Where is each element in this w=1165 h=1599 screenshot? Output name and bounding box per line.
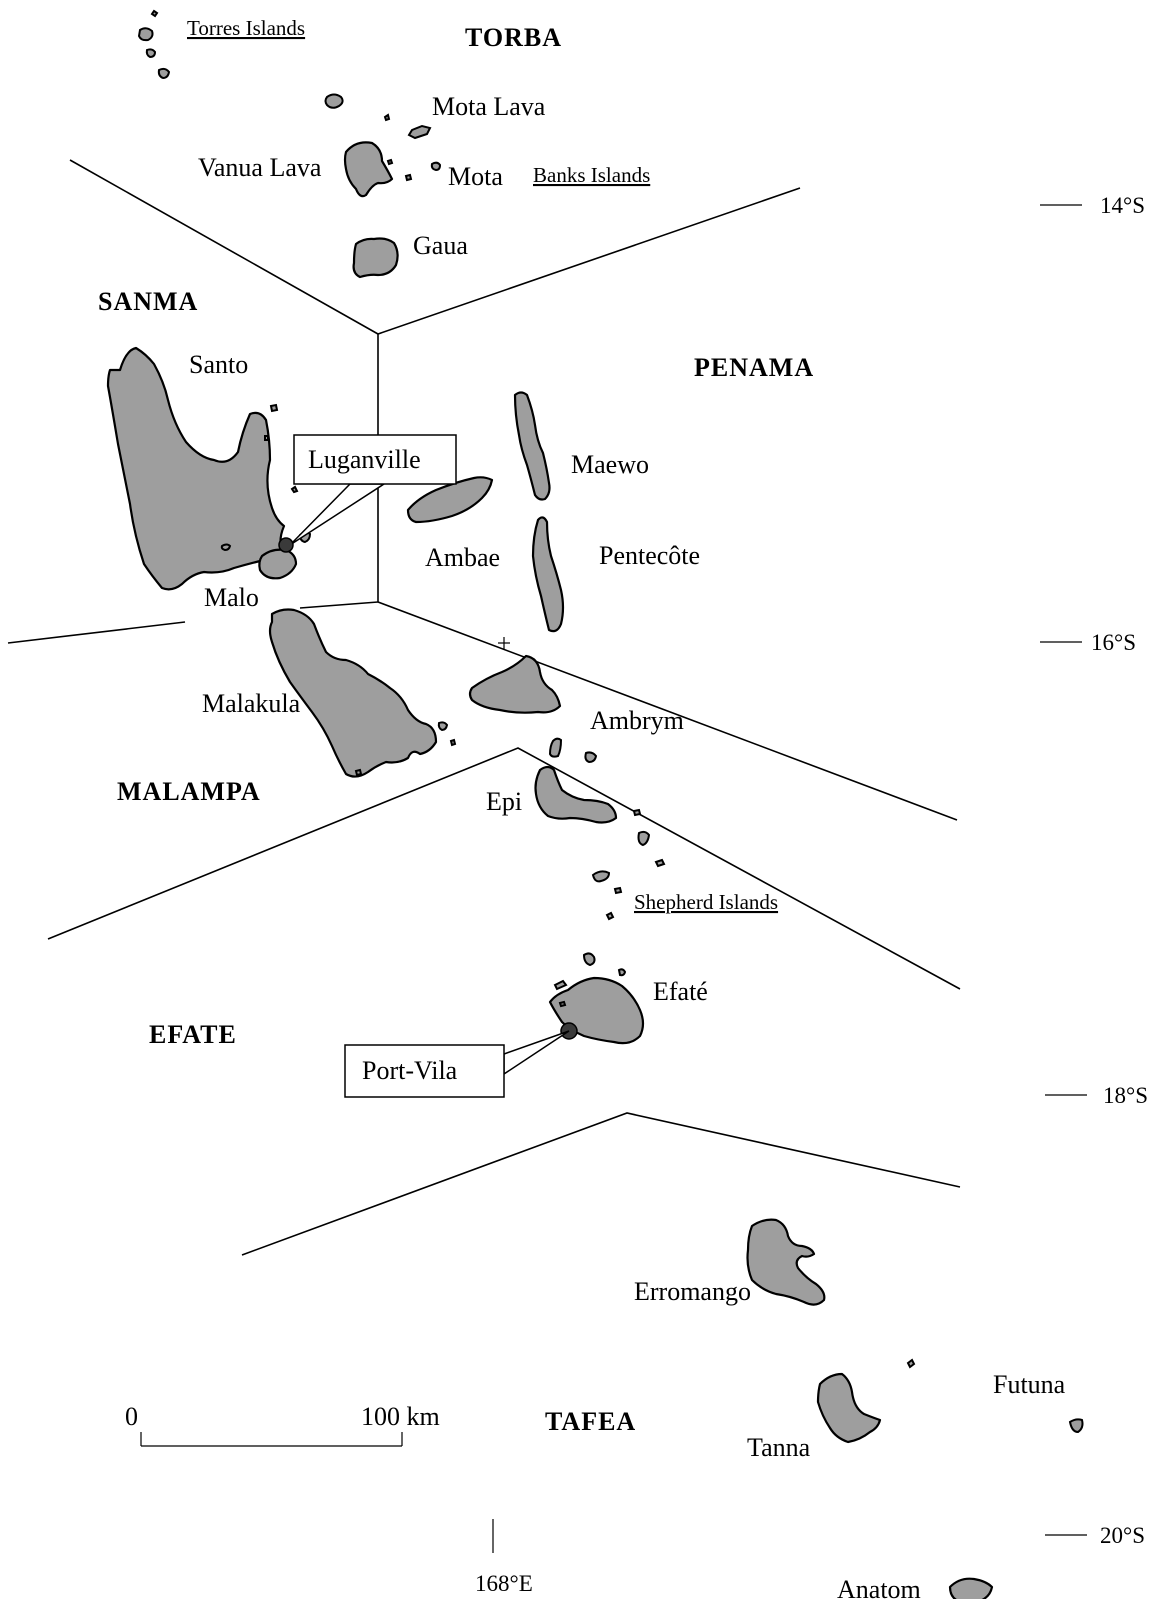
luganville-label: Luganville xyxy=(308,445,421,474)
anatom-island xyxy=(948,1577,994,1599)
luganville-callout: Luganville xyxy=(278,434,457,553)
tanna-island xyxy=(816,1372,882,1444)
lat-16-label: 16°S xyxy=(1091,630,1136,655)
epi-islet xyxy=(632,808,642,817)
luganville-callout-box xyxy=(293,434,457,485)
scale-bar-end-label: 100 km xyxy=(361,1402,440,1431)
erromango-label: Erromango xyxy=(634,1277,751,1306)
malakula-islet-1 xyxy=(437,721,449,732)
vanua-lava-island xyxy=(343,141,394,198)
anatom-label: Anatom xyxy=(837,1575,921,1599)
paama-island xyxy=(548,737,563,758)
boundary-penama-malampa xyxy=(377,601,958,821)
gaua-label: Gaua xyxy=(413,231,468,260)
torres-islet-1 xyxy=(150,9,159,18)
boundary-sanma-malampa xyxy=(7,621,186,644)
mota-label: Mota xyxy=(448,162,503,191)
lat-14-label: 14°S xyxy=(1100,193,1145,218)
islands xyxy=(106,9,1084,1599)
santo-islet-east-1 xyxy=(269,403,279,413)
epi-island xyxy=(534,765,618,824)
malakula-islet-2 xyxy=(449,738,457,747)
ureparapara-island xyxy=(324,93,344,109)
maewo-island xyxy=(513,391,551,501)
gaua-island xyxy=(352,237,399,279)
province-sanma-label: SANMA xyxy=(98,287,198,316)
tanna-north-islet xyxy=(906,1358,916,1369)
luganville-town-marker xyxy=(278,537,294,553)
latitude-graticule: 14°S 16°S 18°S 20°S xyxy=(1040,193,1148,1548)
efate-islet-ne xyxy=(617,968,627,977)
pentecote-label: Pentecôte xyxy=(599,541,700,570)
malakula-islet-3 xyxy=(354,768,363,777)
torres-islet-2 xyxy=(137,27,154,42)
lon-168-label: 168°E xyxy=(475,1571,533,1596)
reef-islet xyxy=(383,113,391,122)
maewo-label: Maewo xyxy=(571,450,649,479)
mota-lava-island xyxy=(407,124,432,140)
boundary-torba-penama xyxy=(377,187,801,335)
malo-island xyxy=(258,548,298,580)
province-boundaries xyxy=(7,159,961,1256)
boundary-efate-tafea xyxy=(241,1112,961,1256)
mota-lava-label: Mota Lava xyxy=(432,92,546,121)
luganville-callout-pointer xyxy=(289,483,387,546)
torres-islet-4 xyxy=(157,67,171,80)
province-malampa-label: MALAMPA xyxy=(117,777,261,806)
scale-bar: 0 100 km xyxy=(125,1402,440,1447)
torres-islands-label: Torres Islands xyxy=(187,16,305,40)
malakula-island xyxy=(268,608,438,778)
efate-island-label: Efaté xyxy=(653,977,708,1006)
erromango-island xyxy=(746,1218,826,1306)
port-vila-callout-pointer xyxy=(503,1030,570,1076)
emae-island xyxy=(582,952,596,967)
shepherd-islet-4 xyxy=(605,911,615,921)
santo-label: Santo xyxy=(189,350,248,379)
banks-islands-label: Banks Islands xyxy=(533,163,650,187)
boundary-sanma-malampa-east xyxy=(299,601,379,609)
boundary-malampa-efate xyxy=(47,747,961,990)
shepherd-islet-1 xyxy=(654,858,666,868)
efate-islet-w-1 xyxy=(553,979,568,991)
lopevi-island xyxy=(584,751,598,764)
vanua-lava-label: Vanua Lava xyxy=(198,153,322,182)
port-vila-callout-box xyxy=(344,1044,505,1098)
port-vila-label: Port-Vila xyxy=(362,1056,458,1085)
shepherd-islet-3 xyxy=(613,886,623,895)
torres-islet-3 xyxy=(145,48,157,59)
vanua-lava-islet-2 xyxy=(404,173,413,182)
province-penama-label: PENAMA xyxy=(694,353,814,382)
pentecote-island xyxy=(531,516,565,633)
province-efate-label: EFATE xyxy=(149,1020,237,1049)
boundary-torba-sanma xyxy=(69,159,379,335)
malo-label: Malo xyxy=(204,583,259,612)
province-tafea-label: TAFEA xyxy=(545,1407,636,1436)
ambrym-label: Ambrym xyxy=(590,706,684,735)
santo-islet-east-3 xyxy=(290,485,299,494)
futuna-label: Futuna xyxy=(993,1370,1066,1399)
malakula-label: Malakula xyxy=(202,689,301,718)
tongoa-island xyxy=(637,830,651,847)
efate-islet-w-2 xyxy=(558,1000,567,1008)
tanna-label: Tanna xyxy=(747,1433,811,1462)
scale-bar-start-label: 0 xyxy=(125,1402,138,1431)
santo-islet-east-2 xyxy=(264,435,269,441)
shepherd-islet-2 xyxy=(591,870,611,883)
santo-islet-south xyxy=(220,543,232,552)
vanua-lava-islet-1 xyxy=(386,158,394,166)
port-vila-callout: Port-Vila xyxy=(344,1030,570,1098)
ambae-island xyxy=(406,476,494,524)
ambae-label: Ambae xyxy=(425,543,500,572)
epi-label: Epi xyxy=(486,787,522,816)
mota-island xyxy=(430,161,442,172)
futuna-island xyxy=(1068,1418,1084,1434)
shepherd-islands-label: Shepherd Islands xyxy=(634,890,778,914)
santo-island xyxy=(106,346,286,591)
lat-20-label: 20°S xyxy=(1100,1523,1145,1548)
province-torba-label: TORBA xyxy=(465,23,562,52)
ambrym-island xyxy=(468,654,562,714)
lat-18-label: 18°S xyxy=(1103,1083,1148,1108)
